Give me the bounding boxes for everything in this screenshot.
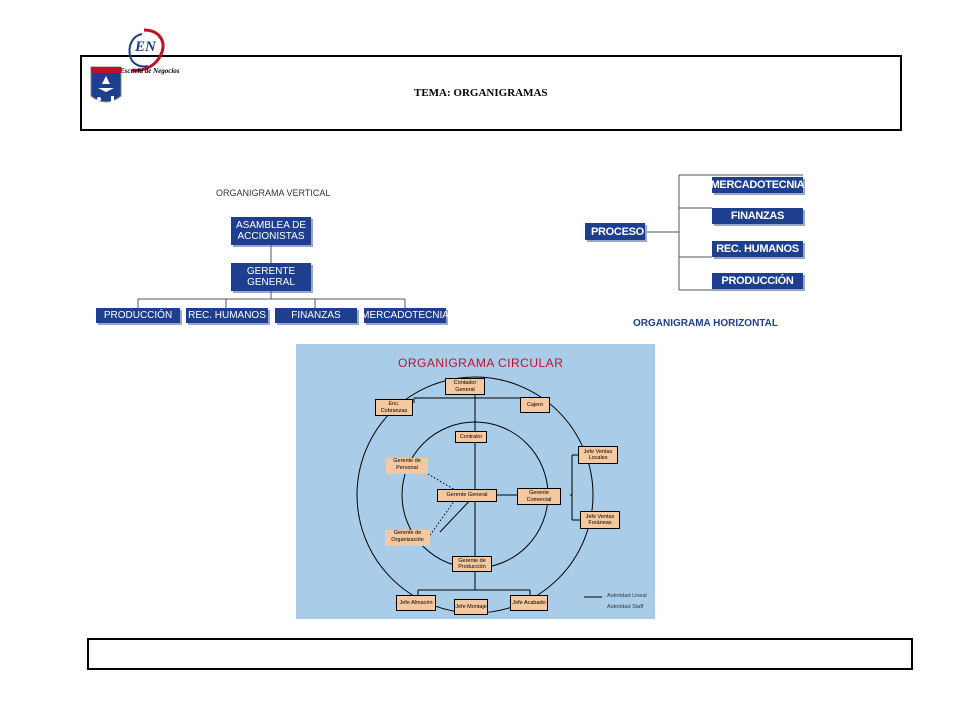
legend-lineal-label: Autoridad Lineal <box>607 593 647 599</box>
box-gerente-personal: Gerente de Personal <box>386 458 428 474</box>
legend-staff-label: Autoridad Staff <box>607 604 644 610</box>
page-title: TEMA: ORGANIGRAMAS <box>414 87 548 99</box>
box-gerente-produccion: Gerente de Producción <box>452 556 492 572</box>
circular-chart-title: ORGANIGRAMA CIRCULAR <box>398 356 564 370</box>
box-gerente-comercial: Gerente Comercial <box>517 488 561 505</box>
dept-rec-humanos: REC. HUMANOS <box>186 308 268 323</box>
logo-mark: EN <box>134 39 157 55</box>
branch-rec-humanos: REC. HUMANOS <box>712 241 803 257</box>
dept-mercadotecnia: MERCADOTECNIA <box>361 308 449 323</box>
box-jefe-ventas-foraneas: Jefe Ventas Foráneas <box>580 511 620 529</box>
node-proceso: PROCESO <box>585 223 645 240</box>
footer-frame <box>87 638 913 670</box>
dept-finanzas: FINANZAS <box>275 308 357 323</box>
box-jefe-almacen: Jefe Almacén <box>396 595 436 611</box>
box-enc-cobranzas: Enc. Cobranzas <box>375 399 413 416</box>
box-jefe-montaje: Jefe Montaje <box>454 599 488 615</box>
node-gerente-general: GERENTE GENERAL <box>231 263 311 291</box>
node-asamblea: ASAMBLEA DE ACCIONISTAS <box>231 217 311 245</box>
branch-produccion: PRODUCCIÓN <box>712 273 803 289</box>
dept-produccion: PRODUCCIÓN <box>96 308 180 323</box>
branch-mercadotecnia: MERCADOTECNIA <box>710 177 805 193</box>
branch-finanzas: FINANZAS <box>712 208 803 224</box>
box-cajero: Cajero <box>520 397 550 413</box>
box-contralor: Contralor <box>455 431 487 443</box>
box-gerente-organizacion: Gerente de Organización <box>385 530 430 546</box>
header-frame <box>80 55 902 131</box>
shield-emblem-icon <box>90 66 122 103</box>
box-contador-general: Contador General <box>445 378 485 395</box>
horizontal-chart-title: ORGANIGRAMA HORIZONTAL <box>633 318 778 329</box>
box-jefe-acabado: Jefe Acabado <box>510 595 548 611</box>
box-gerente-general: Gerente General <box>437 489 497 502</box>
vertical-chart-title: ORGANIGRAMA VERTICAL <box>216 188 331 198</box>
school-logo-icon: EN <box>128 28 165 72</box>
school-name: Escuela de Negocios <box>120 67 180 75</box>
box-jefe-ventas-locales: Jefe Ventas Locales <box>578 446 618 464</box>
